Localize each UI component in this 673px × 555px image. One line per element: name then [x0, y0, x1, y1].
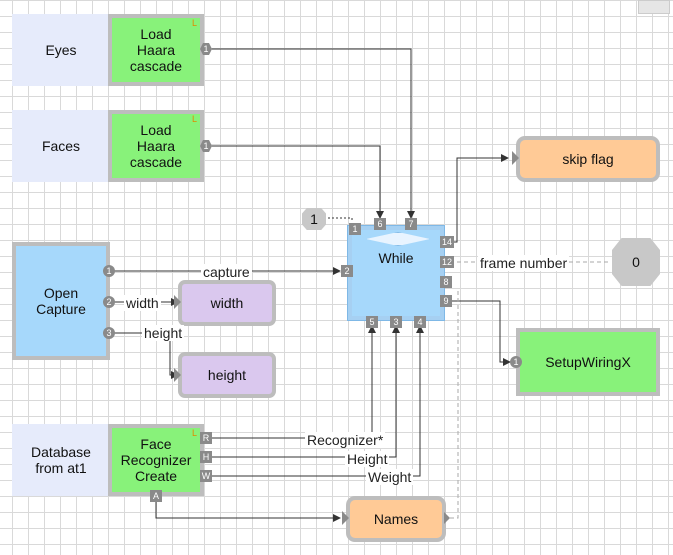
port-while-in-2[interactable]: 2 [341, 265, 353, 277]
width-in-arrow-icon [174, 295, 181, 309]
wire-height-out [210, 325, 400, 458]
open-capture-block[interactable]: Open Capture [12, 242, 110, 360]
wire-label-recognizer: Recognizer* [305, 432, 386, 448]
corner-flag-icon: L [191, 114, 197, 124]
port-while-out-14[interactable]: 14 [440, 236, 454, 248]
const-zero-block[interactable]: 0 [612, 238, 660, 286]
while-diamond-icon [366, 232, 430, 246]
load-cascade-faces-text: Load Haara cascade [129, 122, 183, 170]
wire-label-capture: capture [201, 264, 252, 280]
height-in-arrow-icon [174, 368, 181, 382]
port-while-in-12[interactable]: 12 [440, 256, 454, 268]
wire-label-width: width [124, 295, 161, 311]
load-cascade-eyes-text: Load Haara cascade [129, 26, 183, 74]
setup-wiring-block[interactable]: SetupWiringX [516, 328, 660, 396]
database-label: Database from at1 [12, 424, 110, 496]
port-while-out-9[interactable]: 9 [440, 295, 452, 307]
port-recognizer-h[interactable]: H [200, 451, 212, 463]
wire-faces-cascade [210, 145, 384, 219]
wire-const-one [328, 217, 353, 222]
port-while-in-5[interactable]: 5 [366, 316, 378, 328]
port-eyes-out-1[interactable]: 1 [200, 43, 212, 55]
load-cascade-faces-block[interactable]: Load Haara cascade L [108, 110, 204, 182]
port-recognizer-a[interactable]: A [150, 490, 162, 502]
port-while-in-3[interactable]: 3 [390, 316, 402, 328]
port-faces-out-1[interactable]: 1 [200, 140, 212, 152]
port-while-in-8[interactable]: 8 [440, 276, 452, 288]
wire-label-frame-number: frame number [478, 255, 570, 271]
while-label: While [378, 250, 414, 266]
wire-setup [452, 300, 511, 366]
names-block[interactable]: Names [346, 496, 446, 542]
load-cascade-eyes-block[interactable]: Load Haara cascade L [108, 14, 204, 86]
wire-eyes-cascade [210, 48, 415, 219]
port-setup-in-1[interactable]: 1 [510, 356, 522, 368]
port-while-in-7[interactable]: 7 [405, 218, 417, 230]
names-out-arrow-icon [444, 512, 450, 524]
corner-scroll-handle[interactable] [638, 0, 670, 14]
corner-flag-icon: L [191, 18, 197, 28]
face-recognizer-text: Face Recognizer Create [120, 436, 192, 484]
port-while-in-6[interactable]: 6 [374, 218, 386, 230]
wire-names [155, 500, 341, 522]
wire-skip-flag [452, 154, 509, 243]
names-in-arrow-icon [342, 511, 349, 525]
port-capture-2[interactable]: 2 [103, 296, 115, 308]
face-recognizer-block[interactable]: Face Recognizer Create L [108, 424, 204, 496]
width-block[interactable]: width [178, 280, 276, 326]
wire-names-loop [450, 290, 459, 519]
skip-flag-in-arrow-icon [512, 151, 519, 165]
eyes-label: Eyes [12, 14, 110, 86]
wire-label-weight: Weight [366, 469, 414, 485]
height-block[interactable]: height [178, 352, 276, 398]
const-one-block[interactable]: 1 [302, 208, 326, 230]
faces-label: Faces [12, 110, 110, 182]
port-capture-1[interactable]: 1 [103, 265, 115, 277]
corner-flag-icon: L [191, 428, 197, 438]
port-recognizer-w[interactable]: W [200, 470, 212, 482]
port-capture-3[interactable]: 3 [103, 327, 115, 339]
port-while-in-4[interactable]: 4 [414, 316, 426, 328]
skip-flag-block[interactable]: skip flag [516, 136, 660, 182]
wire-label-height-out: Height [345, 451, 390, 467]
port-while-in-1[interactable]: 1 [349, 223, 361, 235]
wire-label-height: height [142, 325, 185, 341]
wire-weight [210, 325, 424, 477]
port-recognizer-r[interactable]: R [200, 432, 212, 444]
